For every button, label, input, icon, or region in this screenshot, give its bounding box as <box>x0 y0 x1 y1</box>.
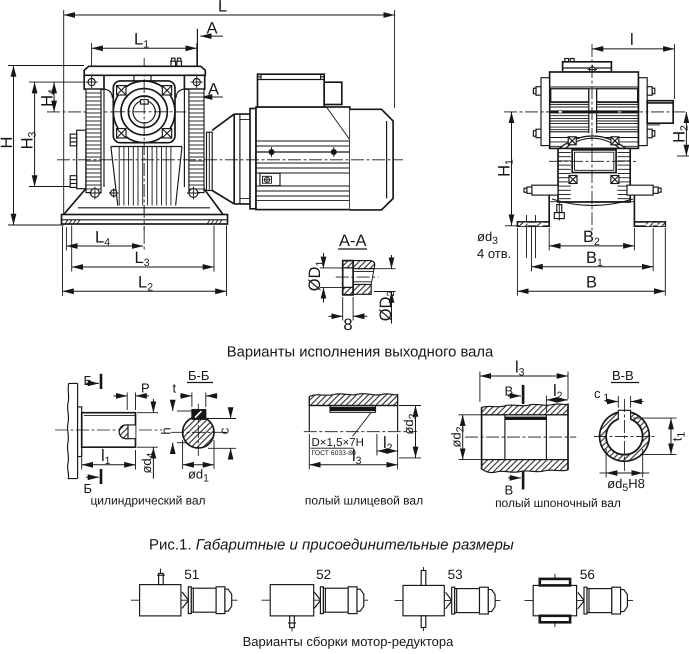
svg-text:Б: Б <box>84 481 93 496</box>
svg-text:ød5Н8: ød5Н8 <box>607 476 645 494</box>
svg-text:c: c <box>216 427 231 434</box>
svg-text:B: B <box>586 274 597 292</box>
svg-text:51: 51 <box>184 567 199 582</box>
svg-text:В-В: В-В <box>612 368 634 383</box>
svg-text:P: P <box>141 381 150 396</box>
svg-text:4 отв.: 4 отв. <box>477 246 511 261</box>
svg-text:A: A <box>208 81 219 99</box>
svg-text:l3: l3 <box>515 359 525 379</box>
svg-text:8: 8 <box>343 316 352 334</box>
svg-text:цилиндрический вал: цилиндрический вал <box>90 494 205 508</box>
svg-text:Варианты исполнения выходного: Варианты исполнения выходного вала <box>227 345 494 361</box>
svg-text:ГОСТ 6033-80: ГОСТ 6033-80 <box>312 450 356 457</box>
svg-text:Рис.1. Габаритные и присоедини: Рис.1. Габаритные и присоединительные ра… <box>149 537 514 554</box>
svg-text:ØD2: ØD2 <box>377 291 397 322</box>
svg-text:A: A <box>207 20 218 38</box>
svg-text:Б-Б: Б-Б <box>188 368 209 383</box>
svg-text:h: h <box>158 427 173 434</box>
svg-text:t1: t1 <box>670 432 688 442</box>
svg-text:H: H <box>0 137 16 149</box>
svg-text:52: 52 <box>316 567 331 582</box>
svg-text:полый шпоночный вал: полый шпоночный вал <box>495 496 621 510</box>
svg-text:ØD1: ØD1 <box>306 261 326 292</box>
svg-text:В: В <box>505 384 514 399</box>
svg-text:L: L <box>218 0 227 16</box>
svg-text:56: 56 <box>580 567 595 582</box>
svg-text:l2: l2 <box>553 382 563 402</box>
svg-text:полый шлицевой вал: полый шлицевой вал <box>305 494 423 508</box>
svg-text:t: t <box>173 381 177 396</box>
svg-text:Варианты сборки мотор-редуктор: Варианты сборки мотор-редуктора <box>243 634 455 649</box>
svg-text:D×1,5×7H: D×1,5×7H <box>312 437 364 449</box>
svg-text:53: 53 <box>448 567 463 582</box>
svg-text:l: l <box>630 31 634 49</box>
svg-text:Б: Б <box>84 373 93 388</box>
svg-text:A-A: A-A <box>339 232 367 250</box>
svg-text:В: В <box>505 483 514 498</box>
svg-text:l2: l2 <box>383 434 393 454</box>
svg-text:l3: l3 <box>352 447 362 467</box>
svg-text:l1: l1 <box>101 447 111 467</box>
